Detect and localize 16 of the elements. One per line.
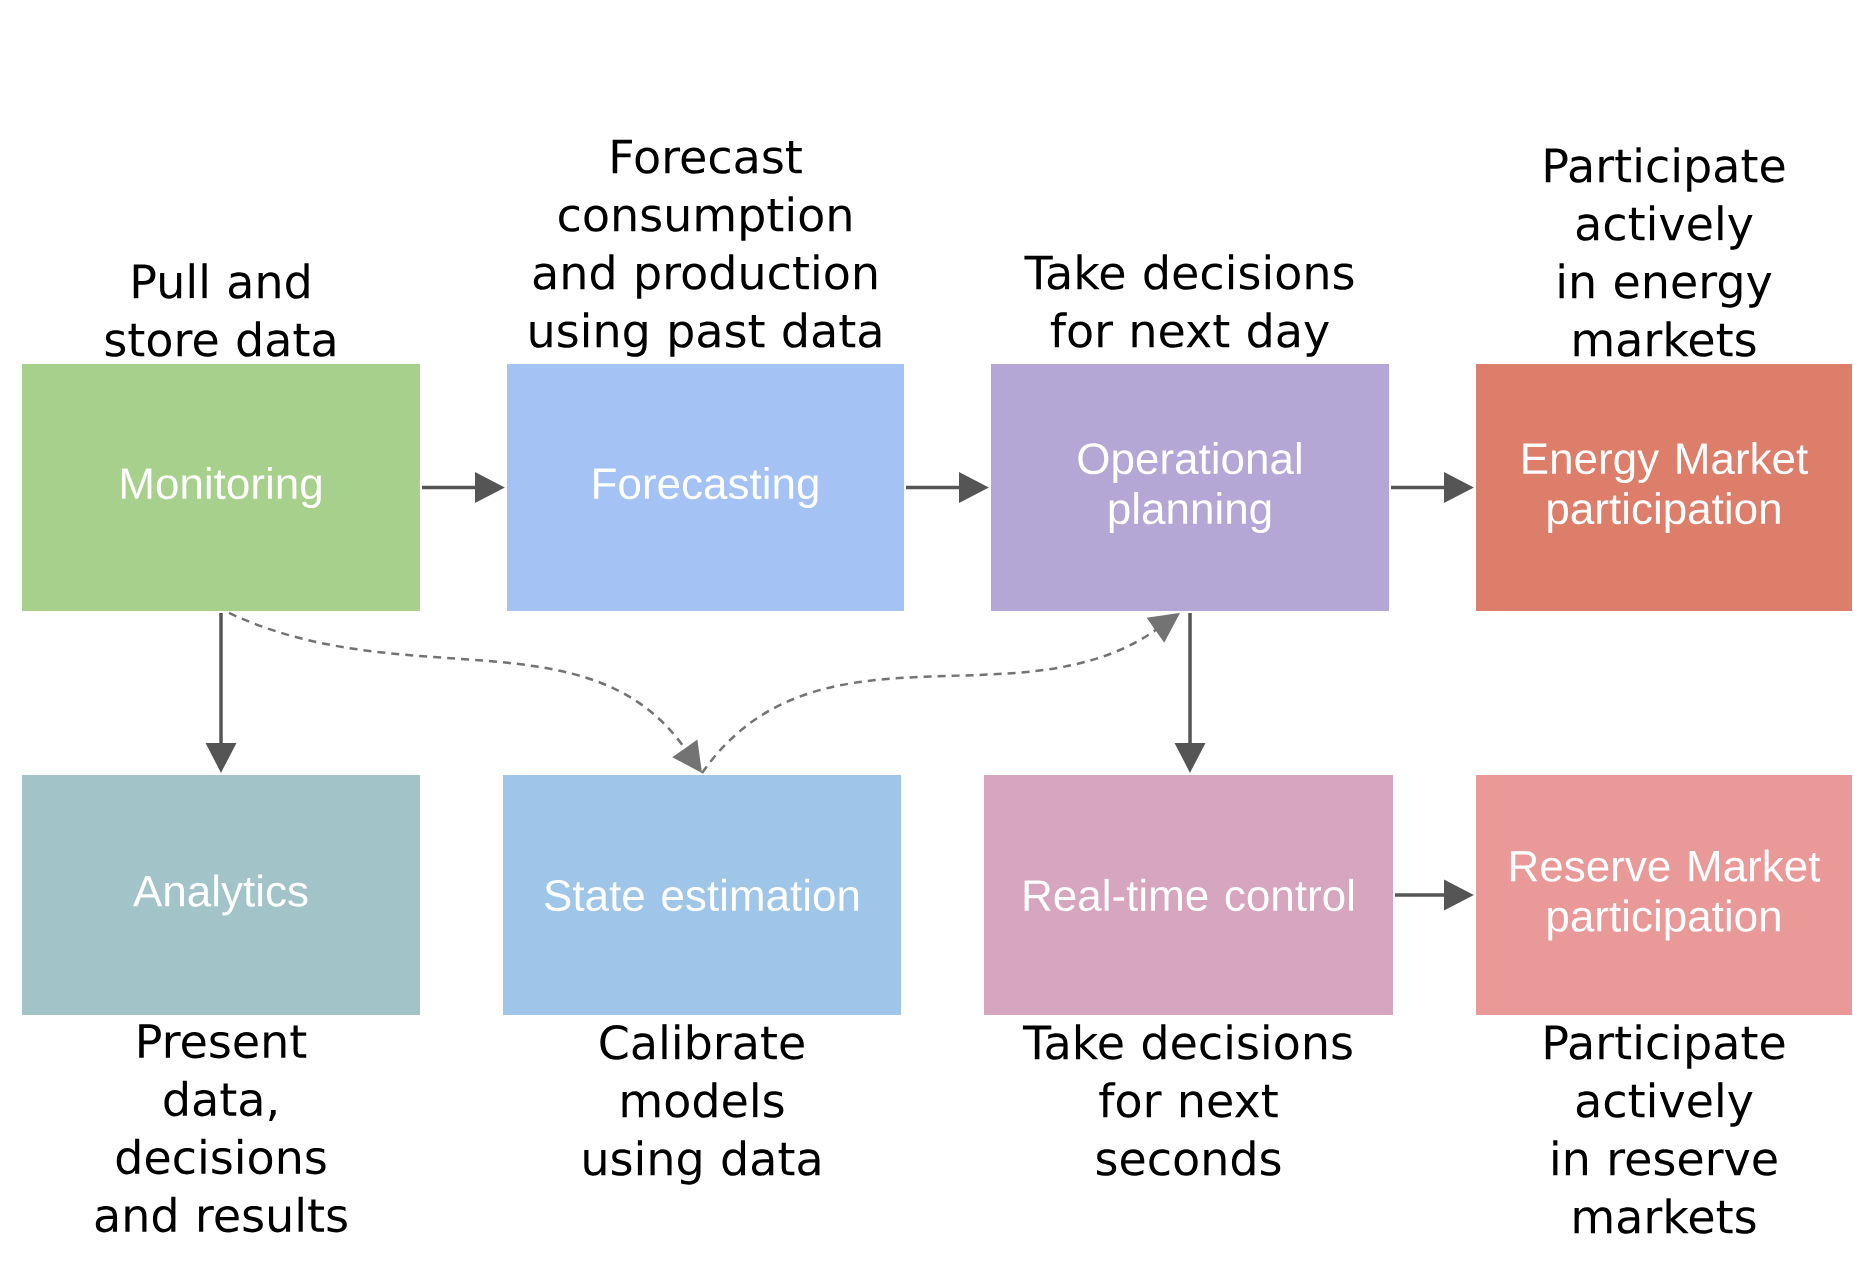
step-description: Present data, decisions and results — [95, 1024, 347, 1233]
step-description: Take decisions for next day — [1024, 254, 1354, 357]
step-description: Take decisions for next seconds — [1022, 1024, 1352, 1176]
step-description: Participate actively in energy markets — [1545, 147, 1785, 357]
process-box: Monitoring — [20, 362, 422, 613]
step-description: Forecast consumption and production using past data — [530, 139, 881, 357]
step-description: Participate actively in reserve markets — [1545, 1024, 1785, 1234]
process-box: Energy Market participation — [1474, 362, 1853, 613]
process-box: Operational planning — [989, 362, 1391, 613]
process-box: State estimation — [501, 773, 903, 1017]
process-box: Analytics — [20, 773, 422, 1017]
process-box: Real-time control — [982, 773, 1395, 1017]
step-description: Calibrate models using data — [584, 1024, 820, 1185]
step-description: Pull and store data — [105, 263, 335, 357]
process-box: Reserve Market participation — [1474, 773, 1853, 1017]
process-box: Forecasting — [505, 362, 906, 613]
